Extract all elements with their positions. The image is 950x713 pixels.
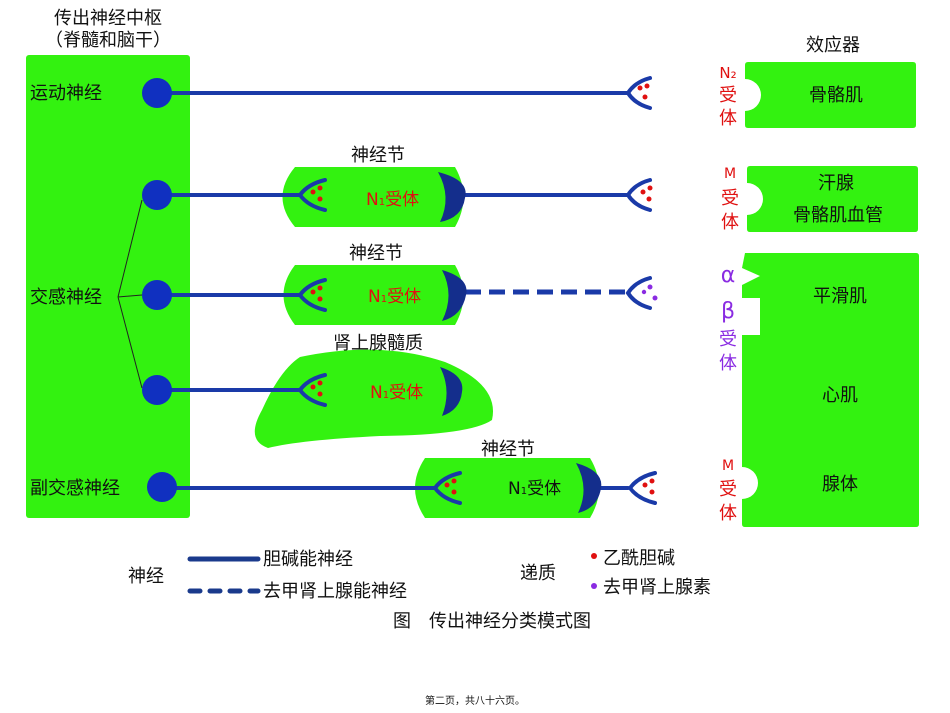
norepinephrine-dots	[641, 284, 658, 301]
ganglion-2	[283, 265, 464, 325]
ganglion-3-label: 神经节	[481, 439, 535, 460]
alpha-beta-receptor-label: α β 受 体	[719, 263, 737, 374]
smooth-muscle-label: 平滑肌	[813, 286, 867, 307]
svg-text:N1受体: N1受体	[370, 383, 423, 403]
page-footer: 第二页，共八十六页。	[425, 694, 525, 707]
svg-text:N₂: N₂	[719, 64, 736, 82]
legend-ach: 乙酰胆碱	[603, 548, 675, 569]
ganglion-3	[415, 458, 599, 518]
acetylcholine-dots	[310, 83, 655, 495]
svg-text:N1受体: N1受体	[508, 479, 561, 499]
svg-text:N1受体: N1受体	[366, 190, 419, 210]
svg-text:β: β	[721, 299, 735, 324]
legend-cholinergic: 胆碱能神经	[263, 549, 353, 570]
svg-text:体: 体	[719, 108, 737, 129]
sympathetic-nerve-label: 交感神经	[30, 287, 102, 308]
svg-text:体: 体	[719, 353, 737, 374]
svg-text:受: 受	[719, 479, 737, 500]
n1-receptor-labels: N1受体 N1受体 N1受体 N1受体	[366, 190, 561, 499]
postsynaptic-crescents	[438, 172, 602, 513]
m-receptor-label-2: M 受 体	[719, 458, 737, 524]
m-receptor-label-1: M 受 体	[721, 166, 739, 233]
svg-text:体: 体	[721, 212, 739, 233]
svg-text:N1受体: N1受体	[368, 287, 421, 307]
legend-ach-dot	[591, 553, 597, 559]
effector-smooth-cardiac-gland	[742, 253, 919, 527]
svg-text:受: 受	[719, 85, 737, 106]
svg-text:受: 受	[721, 188, 739, 209]
sweat-gland-label: 汗腺	[818, 173, 854, 194]
ganglion-1-label: 神经节	[351, 145, 405, 166]
center-title: 传出神经中枢	[54, 8, 162, 29]
legend-ne-dot	[591, 583, 597, 589]
nerve-lines	[155, 76, 657, 505]
svg-text:M: M	[722, 458, 734, 474]
svg-text:M: M	[724, 166, 736, 182]
effector-skeletal-muscle	[745, 62, 916, 128]
figure-caption: 图 传出神经分类模式图	[393, 611, 591, 632]
legend-transmitter-label: 递质	[520, 563, 556, 584]
n2-receptor-label: N₂ 受 体	[719, 64, 737, 129]
svg-text:α: α	[721, 263, 736, 288]
svg-text:受: 受	[719, 329, 737, 350]
legend-nerve-label: 神经	[128, 566, 164, 587]
adrenal-medulla	[254, 349, 494, 448]
sympathetic-branches	[117, 199, 143, 389]
parasympathetic-nerve-label: 副交感神经	[30, 478, 120, 499]
effector-gland-vessel	[747, 166, 918, 232]
center-subtitle: （脊髓和脑干）	[45, 30, 171, 51]
svg-text:体: 体	[719, 503, 737, 524]
legend-ne: 去甲肾上腺素	[603, 577, 711, 598]
effector-title: 效应器	[806, 35, 860, 56]
legend-adrenergic: 去甲肾上腺能神经	[263, 581, 407, 602]
skeletal-muscle-label: 骨骼肌	[809, 85, 863, 106]
cardiac-muscle-label: 心肌	[822, 385, 858, 406]
adrenal-label: 肾上腺髓质	[333, 333, 423, 354]
neuron-cell-bodies	[142, 78, 177, 502]
motor-nerve-label: 运动神经	[30, 83, 102, 104]
ganglion-2-label: 神经节	[349, 243, 403, 264]
gland-label: 腺体	[822, 474, 858, 495]
skeletal-vessel-label: 骨骼肌血管	[793, 205, 883, 226]
ganglion-1	[282, 167, 464, 227]
